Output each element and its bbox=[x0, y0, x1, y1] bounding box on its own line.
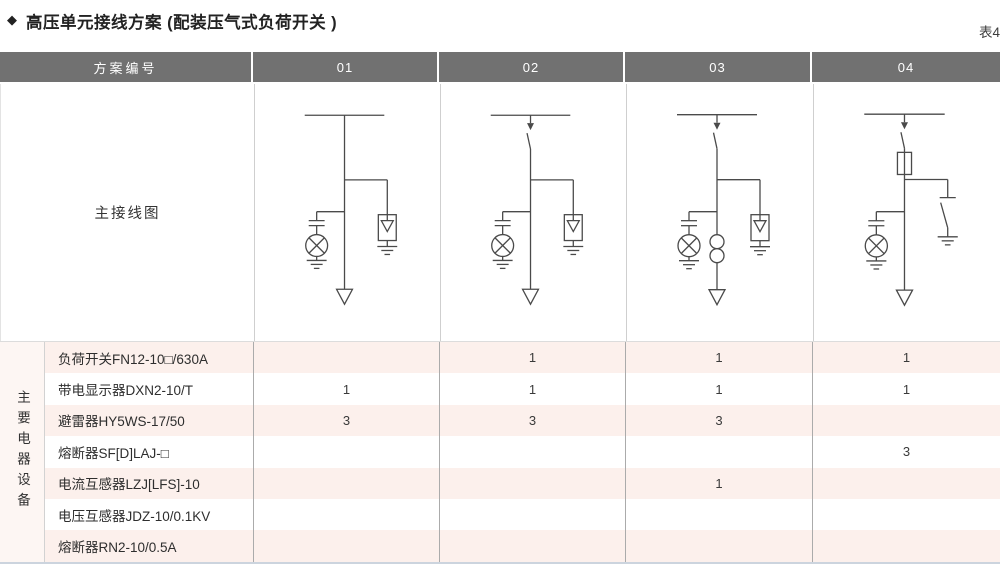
cable-outlet-icon bbox=[521, 288, 540, 306]
page-title: 高压单元接线方案 (配装压气式负荷开关 ) bbox=[26, 14, 338, 32]
surge-arrester-icon bbox=[717, 179, 770, 256]
voltage-indicator-icon bbox=[864, 211, 905, 270]
qty-scheme-04 bbox=[812, 467, 1000, 499]
qty-scheme-02 bbox=[439, 498, 625, 531]
table-number-tag: 表4 bbox=[978, 25, 1000, 40]
load-switch-icon bbox=[900, 114, 909, 149]
equipment-name: 电压互感器JDZ-10/0.1KV bbox=[44, 498, 253, 531]
qty-scheme-03: 1 bbox=[625, 467, 812, 499]
qty-scheme-04: 1 bbox=[812, 373, 1000, 405]
current-transformer-icon bbox=[709, 234, 725, 264]
qty-scheme-01: 1 bbox=[253, 373, 439, 405]
qty-scheme-01 bbox=[253, 342, 439, 374]
earthing-switch-icon bbox=[904, 178, 958, 246]
fuse-icon bbox=[896, 151, 913, 176]
equipment-group-label: 主要电器设备 bbox=[0, 342, 44, 562]
qty-scheme-01 bbox=[253, 436, 439, 468]
qty-scheme-04 bbox=[812, 530, 1000, 562]
voltage-indicator-icon bbox=[677, 211, 717, 270]
diagram-scheme-03 bbox=[626, 84, 813, 342]
qty-scheme-02: 1 bbox=[439, 373, 625, 405]
qty-scheme-01: 3 bbox=[253, 404, 439, 437]
diagram-row: 主接线图 bbox=[0, 84, 1000, 342]
cable-outlet-icon bbox=[707, 289, 727, 307]
qty-scheme-01 bbox=[253, 498, 439, 531]
qty-scheme-04: 1 bbox=[812, 342, 1000, 374]
qty-scheme-03: 1 bbox=[625, 342, 812, 374]
voltage-indicator-icon bbox=[305, 211, 345, 270]
cable-outlet-icon bbox=[335, 288, 354, 306]
qty-scheme-01 bbox=[253, 467, 439, 499]
qty-scheme-02 bbox=[439, 467, 625, 499]
title-row: ◆ 高压单元接线方案 (配装压气式负荷开关 ) 表4 bbox=[0, 0, 1000, 52]
cable-outlet-icon bbox=[895, 289, 914, 307]
diagram-scheme-04 bbox=[813, 84, 1000, 342]
qty-scheme-01 bbox=[253, 530, 439, 562]
qty-scheme-04 bbox=[812, 498, 1000, 531]
diagram-scheme-01 bbox=[254, 84, 440, 342]
header-col-04: 04 bbox=[812, 52, 1000, 82]
equipment-name: 熔断器SF[D]LAJ-□ bbox=[44, 436, 253, 468]
qty-scheme-02 bbox=[439, 530, 625, 562]
qty-scheme-03 bbox=[625, 530, 812, 562]
voltage-indicator-icon bbox=[491, 211, 531, 270]
load-switch-icon bbox=[526, 115, 534, 150]
qty-scheme-02 bbox=[439, 436, 625, 468]
diamond-icon: ◆ bbox=[7, 12, 17, 27]
load-switch-icon bbox=[712, 114, 721, 149]
equipment-name: 避雷器HY5WS-17/50 bbox=[44, 404, 253, 437]
qty-scheme-02: 1 bbox=[439, 342, 625, 374]
header-scheme-label: 方案编号 bbox=[0, 52, 253, 82]
qty-scheme-04: 3 bbox=[812, 436, 1000, 468]
qty-scheme-02: 3 bbox=[439, 404, 625, 437]
qty-scheme-03 bbox=[625, 498, 812, 531]
qty-scheme-03: 3 bbox=[625, 404, 812, 437]
surge-arrester-icon bbox=[344, 179, 398, 256]
diagram-scheme-02 bbox=[440, 84, 626, 342]
header-col-02: 02 bbox=[439, 52, 625, 82]
equipment-name: 熔断器RN2-10/0.5A bbox=[44, 530, 253, 562]
surge-arrester-icon bbox=[530, 179, 584, 256]
equipment-name: 负荷开关FN12-10□/630A bbox=[44, 342, 253, 374]
qty-scheme-03 bbox=[625, 436, 812, 468]
header-col-03: 03 bbox=[625, 52, 812, 82]
qty-scheme-03: 1 bbox=[625, 373, 812, 405]
qty-scheme-04 bbox=[812, 404, 1000, 437]
equipment-name: 电流互感器LZJ[LFS]-10 bbox=[44, 467, 253, 499]
diagram-row-label: 主接线图 bbox=[94, 206, 161, 223]
header-col-01: 01 bbox=[253, 52, 439, 82]
equipment-name: 带电显示器DXN2-10/T bbox=[44, 373, 253, 405]
